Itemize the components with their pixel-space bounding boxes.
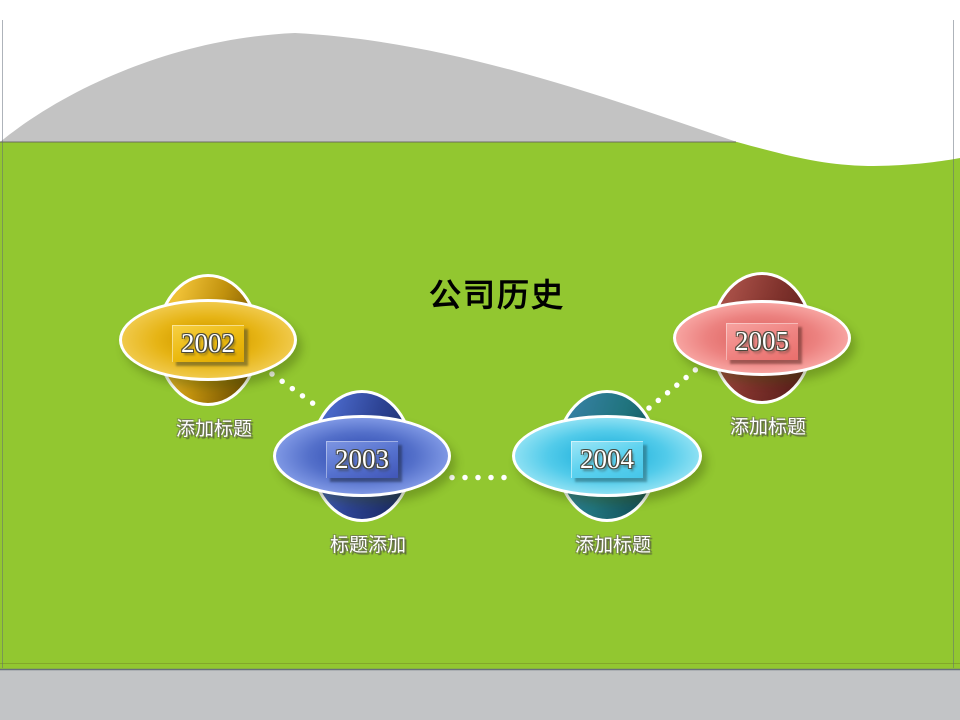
gray-hill-shape xyxy=(0,33,737,142)
year-badge: 2002 xyxy=(172,325,244,362)
year-text: 2005 xyxy=(735,326,789,356)
node-caption: 添加标题 xyxy=(175,419,252,440)
green-field-shape xyxy=(0,142,960,669)
year-text: 2004 xyxy=(580,444,634,474)
slide-title: 公司历史 xyxy=(428,277,565,313)
node-disc xyxy=(119,299,297,381)
node-disc xyxy=(673,300,851,376)
year-badge: 2005 xyxy=(726,323,798,360)
year-text: 2002 xyxy=(181,328,235,358)
year-badge: 2003 xyxy=(326,441,398,478)
connector-dotted-line-2004-2005 xyxy=(646,359,708,411)
node-caption: 标题添加 xyxy=(329,535,406,556)
year-badge: 2004 xyxy=(571,441,643,478)
year-text: 2003 xyxy=(335,444,389,474)
node-caption: 添加标题 xyxy=(574,535,651,556)
footer-strip xyxy=(0,670,960,720)
node-caption: 添加标题 xyxy=(729,417,806,438)
